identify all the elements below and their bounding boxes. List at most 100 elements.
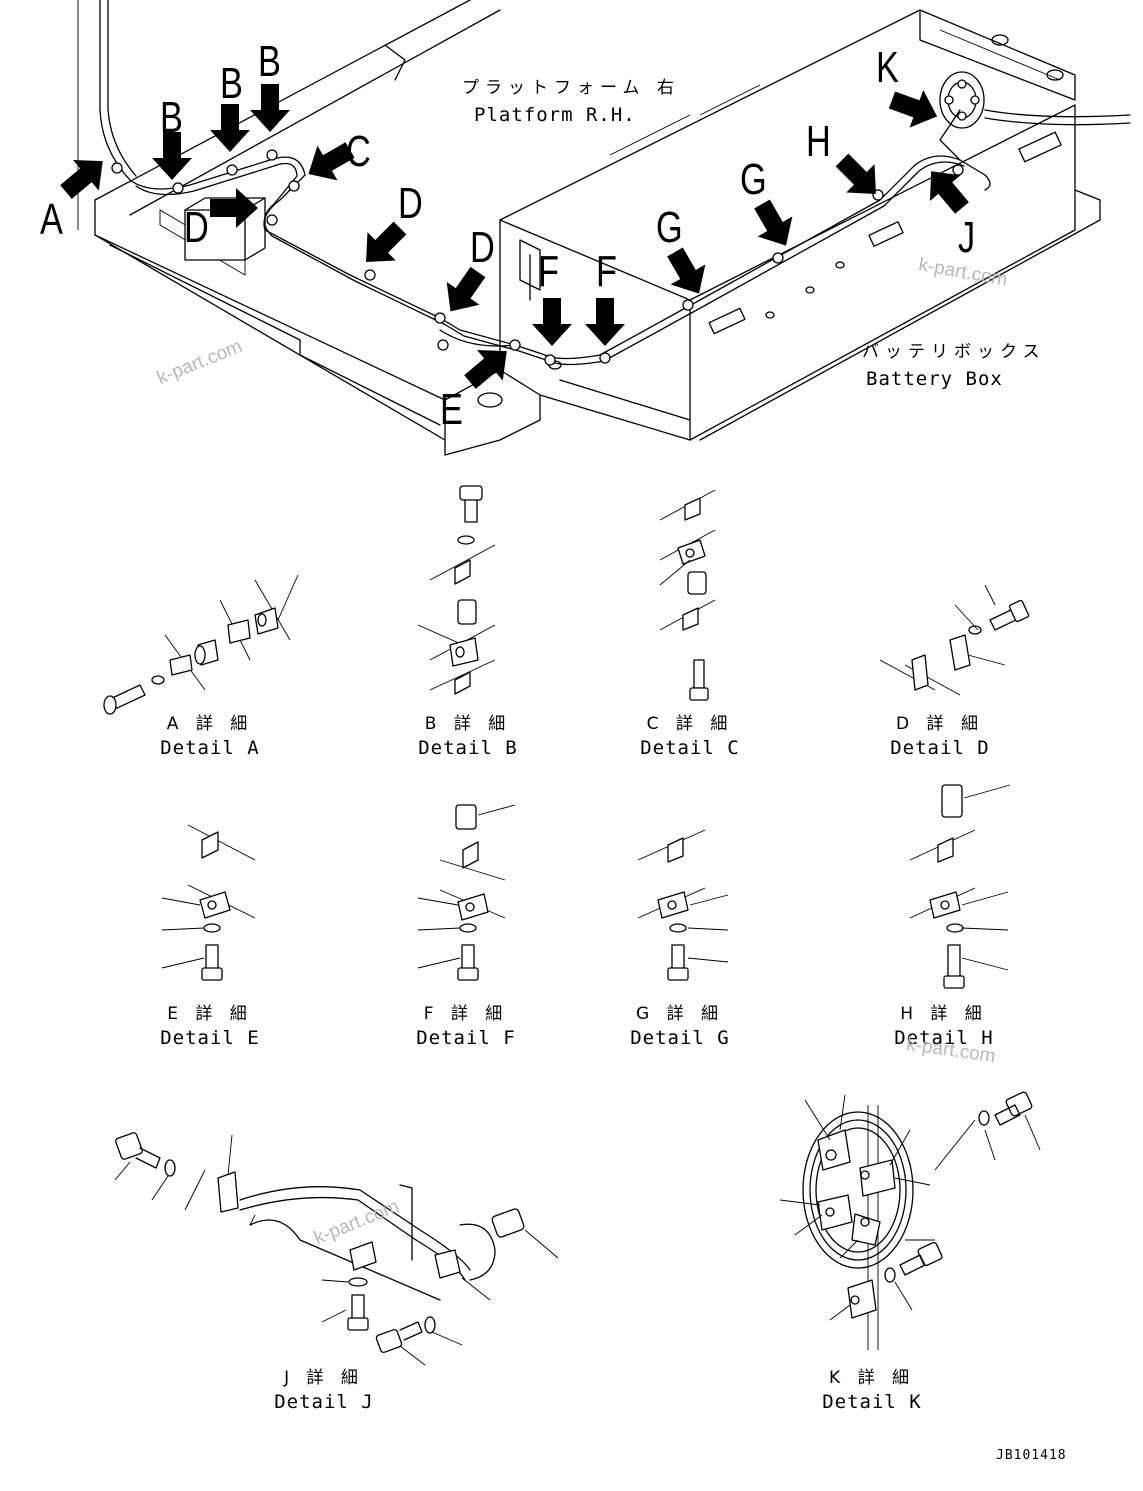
callout-d: D: [184, 203, 209, 252]
pointer-arrow-icon: [308, 142, 355, 181]
detail-k-caption: K 詳 細 Detail K: [812, 1370, 932, 1412]
callout-h: H: [806, 117, 831, 166]
detail-c-caption: C 詳 細 Detail C: [630, 716, 750, 758]
pointer-arrow-icon: [152, 132, 192, 180]
detail-c-drawing: [659, 489, 716, 701]
detail-b-title-en: Detail B: [418, 737, 518, 759]
wire-harness-route: [129, 109, 1131, 366]
pointer-arrows: [60, 84, 969, 389]
detail-b-caption: B 詳 細 Detail B: [408, 716, 528, 758]
detail-c-title-jp: C 詳 細: [646, 714, 734, 734]
callout-j: J: [958, 213, 976, 262]
detail-e-title-en: Detail E: [160, 1027, 260, 1049]
callout-k: K: [876, 43, 899, 92]
detail-f-title-en: Detail F: [416, 1027, 516, 1049]
bolt-icon: [205, 944, 219, 972]
drawing-code: JB101418: [996, 1448, 1067, 1463]
detail-e-drawing: [161, 824, 256, 981]
detail-e-caption: E 詳 細 Detail E: [150, 1006, 270, 1048]
pointer-arrow-icon: [835, 153, 876, 194]
bolt-icon: [461, 944, 475, 972]
clamp-icon: [949, 634, 971, 671]
detail-h-title-jp: H 詳 細: [900, 1004, 988, 1024]
washer-icon: [946, 923, 964, 933]
clamp-icon: [817, 1129, 851, 1171]
detail-d-title-en: Detail D: [890, 737, 990, 759]
detail-d-title-jp: D 詳 細: [896, 714, 984, 734]
washer-icon: [151, 675, 165, 685]
callout-b: B: [160, 93, 183, 142]
platform-rh-outline: [94, 0, 562, 456]
pointer-arrow-icon: [446, 266, 486, 312]
detail-g-title-en: Detail G: [630, 1027, 730, 1049]
pointer-arrow-icon: [929, 171, 969, 214]
pointer-arrow-icon: [754, 199, 793, 246]
washer-icon: [203, 923, 221, 933]
bolt-icon: [947, 944, 961, 980]
callout-b: B: [220, 59, 243, 108]
detail-g-title-jp: G 詳 細: [636, 1004, 724, 1024]
detail-a-drawing: [103, 574, 299, 715]
spacer-icon: [687, 571, 707, 595]
callout-g: G: [740, 155, 767, 204]
bolt-icon: [693, 659, 705, 689]
washer-icon: [968, 625, 982, 635]
detail-h-title-en: Detail H: [894, 1027, 994, 1049]
detail-j-title-jp: J 詳 細: [284, 1368, 364, 1388]
detail-f-title-jp: F 詳 細: [423, 1004, 509, 1024]
spacer-icon: [941, 784, 963, 818]
detail-f-drawing: [417, 804, 516, 981]
spacer-icon: [457, 599, 477, 625]
detail-d-drawing: [879, 584, 1030, 696]
detail-h-caption: H 詳 細 Detail H: [884, 1006, 1004, 1048]
bolt-icon: [459, 485, 483, 501]
callout-f: F: [538, 247, 559, 296]
clamp-icon: [217, 1171, 239, 1213]
detail-e-title-jp: E 詳 細: [167, 1004, 253, 1024]
detail-j-drawing: [114, 1132, 559, 1366]
washer-icon: [457, 535, 475, 545]
callout-c: C: [346, 127, 371, 176]
spacer-icon: [491, 1208, 525, 1238]
pointer-arrow-icon: [60, 159, 103, 199]
callout-e: E: [440, 385, 463, 434]
washer-icon: [978, 1110, 990, 1126]
callout-a: A: [40, 195, 63, 244]
callout-f: F: [596, 247, 617, 296]
detail-k-title-jp: K 詳 細: [829, 1368, 915, 1388]
callout-b: B: [258, 37, 281, 86]
pointer-arrow-icon: [210, 104, 250, 152]
clamp-points: [111, 71, 1062, 366]
detail-f-caption: F 詳 細 Detail F: [406, 1006, 526, 1048]
pointer-arrow-icon: [210, 188, 258, 228]
pointer-arrow-icon: [585, 298, 625, 346]
detail-k-title-en: Detail K: [822, 1391, 922, 1413]
detail-g-caption: G 詳 細 Detail G: [620, 1006, 740, 1048]
battery-box-label-jp: バッテリボックス: [862, 342, 1046, 362]
washer-icon: [669, 923, 687, 933]
detail-j-caption: J 詳 細 Detail J: [264, 1370, 384, 1412]
detail-g-drawing: [637, 829, 729, 981]
pointer-arrow-icon: [888, 90, 938, 128]
washer-icon: [459, 923, 477, 933]
pointer-arrow-icon: [464, 349, 507, 389]
detail-a-title-en: Detail A: [160, 737, 260, 759]
bolt-icon: [115, 1132, 143, 1160]
detail-k-drawing: [779, 1091, 1041, 1350]
detail-h-drawing: [909, 784, 1011, 989]
detail-a-title-jp: A 詳 細: [166, 714, 254, 734]
pointer-arrow-icon: [250, 84, 290, 132]
battery-box-outline: [499, 9, 1101, 441]
spacer-icon: [455, 804, 477, 830]
callout-d: D: [398, 179, 423, 228]
pointer-arrow-icon: [532, 298, 572, 346]
detail-b-title-jp: B 詳 細: [424, 714, 512, 734]
pointer-arrow-icon: [366, 221, 407, 262]
detail-a-caption: A 詳 細 Detail A: [150, 716, 270, 758]
washer-icon: [164, 1159, 176, 1177]
battery-box-label-en: Battery Box: [866, 368, 1003, 390]
bolt-icon: [671, 944, 685, 972]
callout-d: D: [470, 223, 495, 272]
